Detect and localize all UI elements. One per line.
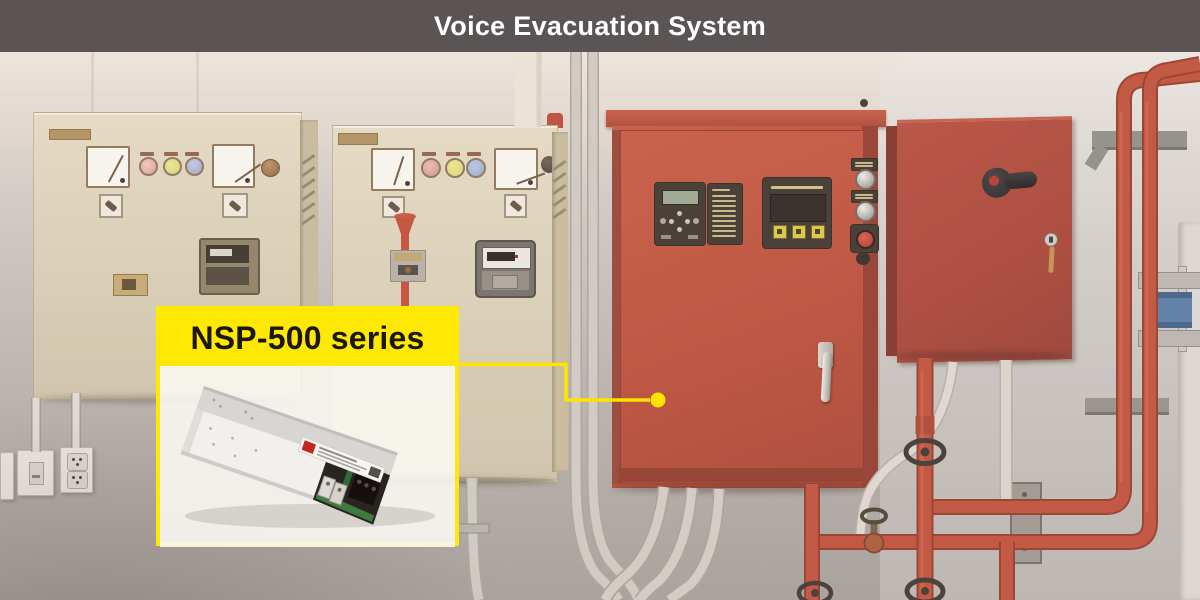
indicator-light-blue (466, 158, 486, 178)
rocker-switch (29, 462, 44, 485)
rotary-switch (99, 194, 123, 218)
indicator-label (164, 152, 178, 156)
cabinet-side-panel (552, 132, 568, 472)
lcd-display (662, 190, 699, 205)
product-callout-card: NSP-500 series (156, 306, 459, 547)
wall-seam (91, 52, 94, 144)
chrome-button (855, 201, 876, 222)
yellow-button (811, 225, 825, 239)
cabinet-shadow (612, 484, 878, 493)
yellow-button (773, 225, 787, 239)
pipes-and-conduits (31, 52, 1200, 600)
conduit-arcs-below-red-panel (599, 486, 726, 600)
power-supply-image (180, 386, 435, 528)
disconnect-handle (395, 217, 415, 234)
cabinet-shadow (892, 352, 1072, 360)
wall-anchor-bolt (860, 99, 868, 107)
fire-panel (612, 126, 879, 488)
rotary-switch (382, 196, 405, 218)
blue-pipe-coupling (1152, 292, 1192, 328)
disconnect-handle-top (394, 213, 416, 220)
alarm-button-plate (850, 224, 879, 253)
indicator-light-yellow (163, 157, 182, 176)
indicator-light-red (139, 157, 158, 176)
analog-meter (212, 144, 261, 188)
instruction-plate (707, 183, 743, 245)
indicator-light-blue (185, 157, 204, 176)
indicator-label (446, 152, 460, 156)
rotary-switch (222, 193, 248, 218)
red-pipes (804, 56, 1200, 600)
digital-meter (199, 238, 260, 295)
yellow-button (792, 225, 806, 239)
product-image-panel (160, 366, 455, 547)
wall-seam (196, 52, 199, 144)
plate-window (770, 194, 826, 222)
product-series-text: NSP-500 series (190, 319, 425, 356)
rotary-switch (504, 194, 527, 218)
door-hinge-strip (612, 130, 621, 484)
red-alarm-button (856, 230, 875, 249)
indicator-label (140, 152, 154, 156)
door-bottom-edge (618, 468, 864, 482)
socket (67, 471, 88, 489)
indicator-label (422, 152, 436, 156)
analog-meter (86, 146, 130, 188)
emergency-control-plate (762, 177, 832, 249)
black-knob (856, 252, 870, 265)
alarm-cap (547, 113, 563, 128)
button-label (851, 190, 878, 203)
callout-dot (650, 392, 666, 408)
chrome-button (855, 169, 876, 190)
product-series-label: NSP-500 series (160, 310, 455, 366)
cream-conduit-top (514, 52, 542, 128)
warning-label (113, 274, 148, 296)
control-knob (261, 159, 280, 177)
light-switch-box (17, 450, 54, 496)
cabinet-nameplate (49, 129, 91, 140)
analog-meter (371, 148, 415, 191)
indicator-light-red (421, 158, 441, 178)
control-display-plate (654, 182, 706, 246)
energy-meter (475, 240, 536, 298)
indicator-label (185, 152, 199, 156)
pipe-bracket-upper (1092, 131, 1187, 150)
analog-meter (494, 148, 546, 190)
socket (67, 453, 88, 471)
page-title: Voice Evacuation System (433, 10, 767, 41)
indicator-label (467, 152, 481, 156)
power-outlet-box (60, 447, 93, 493)
pipe-valves (796, 438, 947, 600)
outlet-conduits (31, 393, 81, 452)
header-bar: Voice Evacuation System (0, 0, 1200, 52)
cabinet-nameplate (338, 133, 378, 145)
fire-panel-lid (606, 110, 886, 127)
wall-box-partial (0, 452, 14, 500)
indicator-light-yellow (445, 158, 465, 178)
breaker-box (390, 250, 426, 282)
